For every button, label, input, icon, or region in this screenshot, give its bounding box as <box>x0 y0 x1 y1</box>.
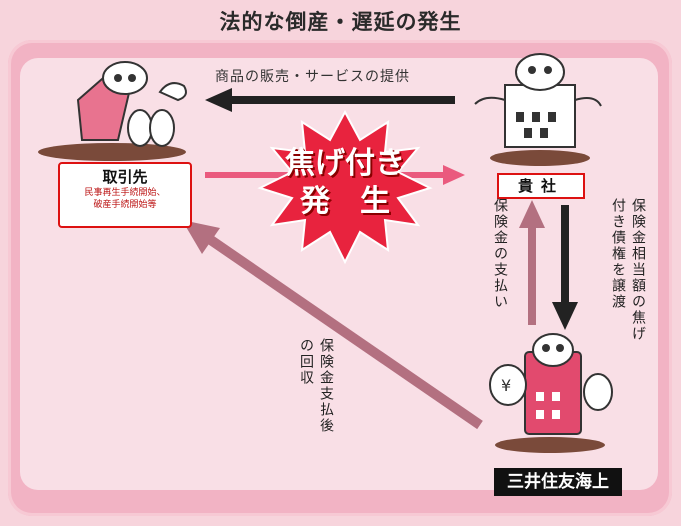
svg-text:¥: ¥ <box>501 376 511 395</box>
payment-label: 保険金の支払い <box>492 198 508 310</box>
payment-arrow <box>519 200 545 325</box>
transfer-label: 保険金相当額の焦げ付き債権を譲渡 <box>610 198 646 342</box>
default-burst-line2: 発 生 <box>300 184 390 219</box>
client-name: 取引先 <box>102 168 148 186</box>
recovery-label: 保険金支払後の回収 <box>298 338 334 434</box>
insurer-box: 三井住友海上 <box>494 468 622 496</box>
client-note-1: 民事再生手続開始、 <box>84 188 166 198</box>
sales-label: 商品の販売・サービスの提供 <box>215 69 410 85</box>
client-box: 取引先 民事再生手続開始、 破産手続開始等 <box>58 162 192 228</box>
client-character-icon <box>76 61 187 147</box>
recovery-arrow <box>182 220 483 430</box>
page-title: 法的な倒産・遅延の発生 <box>219 10 462 34</box>
insurer-character-icon: ¥ <box>489 333 613 435</box>
default-burst-line1: 焦げ付き <box>285 146 405 181</box>
insurer-ground <box>495 437 605 453</box>
sales-arrow <box>205 88 455 112</box>
company-character-icon <box>474 53 602 148</box>
transfer-arrow <box>552 205 578 330</box>
default-burst-text: 焦げ付き 発 生 <box>265 145 425 221</box>
client-note-2: 破産手続開始等 <box>93 200 157 210</box>
company-ground <box>490 150 590 166</box>
default-burst-icon <box>257 109 433 265</box>
client-ground <box>38 143 186 161</box>
company-box: 貴社 <box>497 173 585 199</box>
